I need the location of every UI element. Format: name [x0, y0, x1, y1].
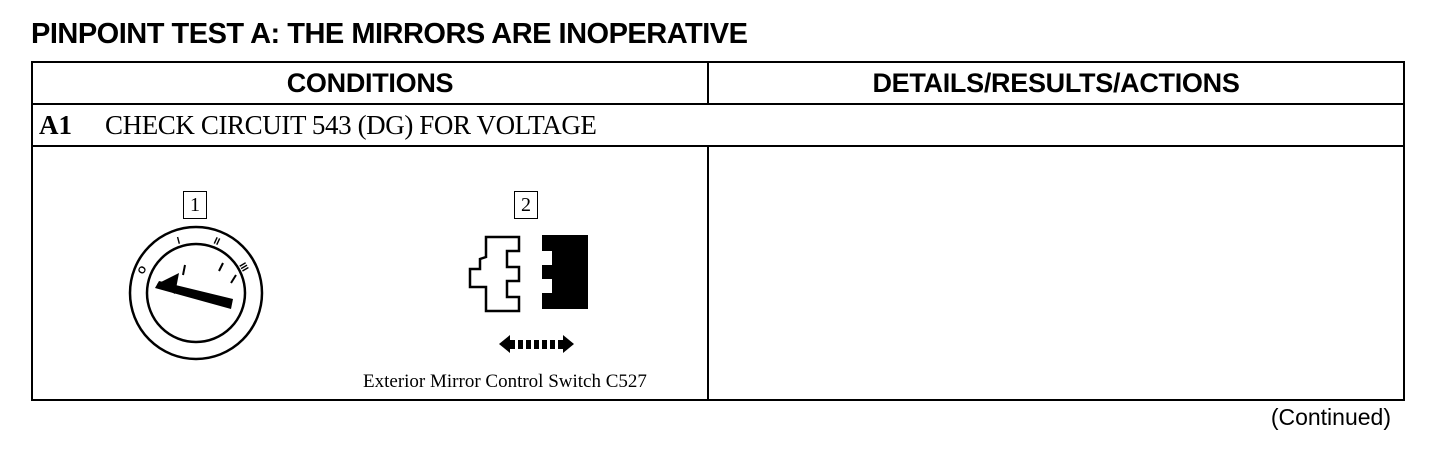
step-row: A1 CHECK CIRCUIT 543 (DG) FOR VOLTAGE	[33, 105, 1403, 147]
connector-icon	[468, 235, 588, 313]
table-header-row: CONDITIONS DETAILS/RESULTS/ACTIONS	[33, 63, 1403, 105]
callout-1: 1	[183, 191, 207, 219]
continued-note: (Continued)	[1270, 404, 1391, 430]
ignition-pos-run: II	[212, 236, 222, 248]
step-body-row: 1 2 O I II III	[33, 147, 1403, 399]
page-title: PINPOINT TEST A: THE MIRRORS ARE INOPERA…	[31, 18, 748, 50]
pinpoint-table: CONDITIONS DETAILS/RESULTS/ACTIONS A1 CH…	[31, 61, 1405, 401]
header-details-results-actions: DETAILS/RESULTS/ACTIONS	[872, 67, 1240, 98]
ignition-switch-icon	[128, 225, 264, 361]
conditions-cell: 1 2 O I II III	[33, 147, 709, 399]
illustration-caption: Exterior Mirror Control Switch C527	[363, 371, 647, 392]
step-number: A1	[39, 109, 72, 140]
callout-2: 2	[514, 191, 538, 219]
ignition-pos-start: III	[236, 261, 250, 274]
details-results-actions-cell	[709, 147, 1403, 399]
conditions-illustration: O I II III	[128, 225, 588, 361]
header-conditions: CONDITIONS	[33, 63, 709, 103]
double-arrow-icon	[499, 335, 574, 353]
ignition-pos-off: O	[136, 264, 150, 276]
ignition-pos-acc: I	[176, 235, 182, 246]
step-title: CHECK CIRCUIT 543 (DG) FOR VOLTAGE	[105, 109, 597, 140]
